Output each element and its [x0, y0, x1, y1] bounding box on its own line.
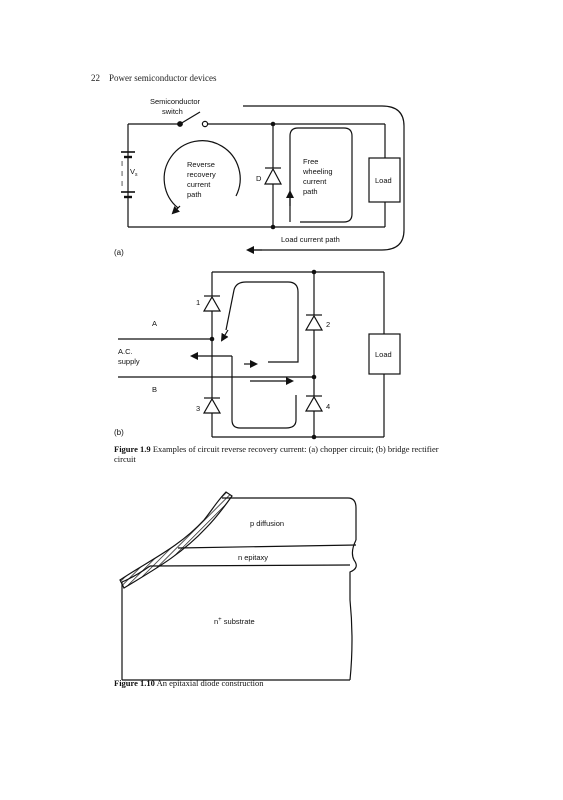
- diode-1-symbol: [202, 295, 222, 312]
- line-b-label: B: [152, 385, 157, 394]
- svg-text:I: I: [121, 179, 123, 188]
- load-box-a: [368, 157, 401, 203]
- figure-1-9-caption: Figure 1.9 Examples of circuit reverse r…: [114, 444, 454, 464]
- figure-1-9-caption-label: Figure 1.9: [114, 444, 151, 454]
- freewheel-label-1: Free: [303, 157, 318, 166]
- figure-1-9-caption-text: Examples of circuit reverse recovery cur…: [114, 444, 439, 464]
- running-head: 22 Power semiconductor devices: [91, 73, 216, 83]
- freewheel-label-4: path: [303, 187, 318, 196]
- figure-1-10-caption: Figure 1.10 An epitaxial diode construct…: [114, 678, 454, 688]
- diode-number-1: 1: [196, 298, 200, 307]
- supply-label-1: A.C.: [118, 347, 133, 356]
- load-current-label: Load current path: [281, 235, 340, 244]
- reverse-label-1: Reverse: [187, 160, 215, 169]
- figure-1-9a-labels: Semiconductor switch I V s I I Reverse r…: [114, 97, 392, 257]
- line-a-label: A: [152, 319, 157, 328]
- battery-symbol: [121, 151, 135, 199]
- switch-blade: [179, 111, 201, 125]
- diode-3-symbol: [202, 397, 222, 414]
- diode-number-4: 4: [326, 402, 330, 411]
- load-box-b: [368, 333, 401, 375]
- figure-1-10-labels: p diffusion n epitaxy n+ substrate: [214, 519, 284, 626]
- page-number: 22: [91, 73, 100, 83]
- figure-1-9b-labels: 1 2 3 4 A A.C. supply B Load (b): [114, 298, 392, 437]
- source-label: V: [130, 167, 135, 176]
- lower-current-loop: [231, 356, 297, 429]
- figure-1-10-diode-construction: [119, 491, 357, 681]
- svg-text:I: I: [121, 169, 123, 178]
- diode-number-2: 2: [326, 320, 330, 329]
- reverse-label-3: current: [187, 180, 211, 189]
- reverse-recovery-loop: [163, 140, 241, 209]
- switch-contact: [201, 120, 209, 128]
- passivation-layer: [119, 491, 233, 589]
- diode-d-symbol: [264, 167, 282, 185]
- switch-label-2: switch: [162, 107, 183, 116]
- freewheel-loop: [289, 127, 353, 223]
- load-label-a: Load: [375, 176, 392, 185]
- panel-label-b: (b): [114, 428, 124, 437]
- svg-text:I: I: [121, 159, 123, 168]
- freewheel-label-2: wheeling: [302, 167, 333, 176]
- diode-2-symbol: [304, 314, 324, 331]
- figure-1-10-caption-label: Figure 1.10: [114, 678, 155, 688]
- figure-1-9a-chopper-circuit: [121, 105, 405, 254]
- reverse-label-2: recovery: [187, 170, 216, 179]
- supply-label-2: supply: [118, 357, 140, 366]
- running-title: Power semiconductor devices: [109, 73, 217, 83]
- source-subscript: s: [135, 172, 138, 178]
- diode-4-symbol: [304, 395, 324, 412]
- diode-label-d: D: [256, 174, 262, 183]
- panel-label-a: (a): [114, 248, 124, 257]
- switch-label-1: Semiconductor: [150, 97, 201, 106]
- p-diffusion-label: p diffusion: [250, 519, 284, 528]
- nplus-substrate-label: n+ substrate: [214, 617, 255, 626]
- figure-1-10-caption-text: An epitaxial diode construction: [154, 678, 264, 688]
- diode-number-3: 3: [196, 404, 200, 413]
- load-current-path: [243, 105, 405, 251]
- reverse-label-4: path: [187, 190, 202, 199]
- upper-current-loop: [225, 281, 299, 363]
- load-label-b: Load: [375, 350, 392, 359]
- figure-1-9b-bridge-circuit: [118, 269, 401, 440]
- freewheel-label-3: current: [303, 177, 327, 186]
- n-epitaxy-label: n epitaxy: [238, 553, 268, 562]
